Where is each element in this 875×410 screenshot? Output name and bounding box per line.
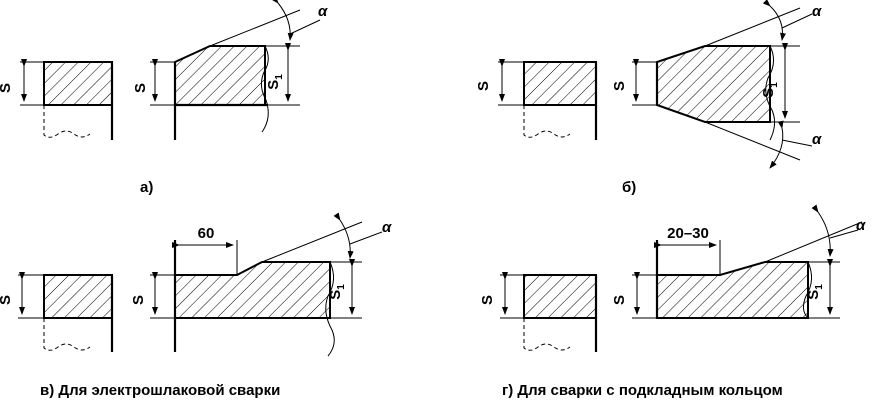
figure-b-caption: б) — [622, 179, 636, 196]
figure-v-length-label: 60 — [198, 225, 215, 242]
figure-g-length-label: 20–30 — [667, 225, 709, 242]
figure-a: S S S1 α а) — [0, 0, 328, 196]
figure-b-alpha-top-label: α — [812, 3, 822, 20]
figure-b: S S S1 α α б) — [475, 0, 822, 196]
figure-g-s-label-right: S — [611, 295, 628, 305]
figure-g-left-plate: S — [479, 272, 598, 352]
figure-b-left-plate: S — [475, 59, 598, 140]
figure-v: S 60 S S1 α в) Для электрошлаковой сва — [0, 212, 392, 399]
figure-v-right-plate: 60 S S1 α — [130, 212, 392, 357]
figure-v-s1-label: S1 — [327, 284, 347, 300]
figure-a-s-label: S — [0, 83, 14, 93]
figure-g: S 20–30 S S1 α г) Для сварки с подкладны… — [479, 204, 866, 399]
figure-b-s-label-right: S — [611, 81, 628, 91]
figure-g-caption: г) Для сварки с подкладным кольцом — [502, 382, 783, 399]
figure-a-caption: а) — [140, 179, 153, 196]
figure-b-s1-label: S1 — [760, 82, 780, 98]
figure-v-caption: в) Для электрошлаковой сварки — [40, 382, 280, 399]
figure-a-s-label-right: S — [132, 83, 149, 93]
figure-b-right-plate: S S1 α α — [611, 0, 822, 169]
figure-v-alpha-label: α — [382, 219, 392, 236]
figure-v-s-label: S — [0, 295, 14, 305]
figure-a-s1-label: S1 — [265, 74, 285, 90]
figure-a-left-plate: S — [0, 59, 114, 140]
figure-g-right-plate: 20–30 S S1 α — [611, 204, 866, 319]
figure-g-s-label: S — [479, 295, 496, 305]
figure-v-left-plate: S — [0, 272, 114, 352]
figure-a-alpha-label: α — [318, 3, 328, 20]
figure-g-s1-label: S1 — [805, 284, 825, 300]
figure-v-s-label-right: S — [130, 295, 147, 305]
figure-b-alpha-bottom-label: α — [812, 131, 822, 148]
figure-g-alpha-label: α — [856, 217, 866, 234]
figure-b-s-label: S — [475, 81, 492, 91]
figure-a-right-plate: S S1 α — [132, 0, 328, 140]
